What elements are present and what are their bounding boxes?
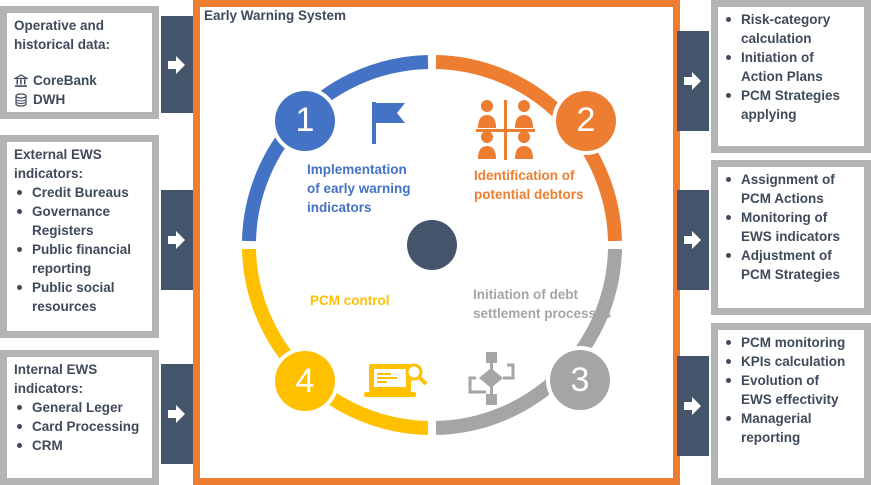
stage-3-circle <box>550 350 610 410</box>
internal-ews-item: General Leger <box>14 398 148 417</box>
external-ews-title-line1: External EWS <box>14 147 102 162</box>
left-arrow-tab-external <box>161 190 193 290</box>
stage-3-label: Initiation of debt settlement processes <box>473 287 612 321</box>
pcm-monitoring-list: PCM monitoring KPIs calculation Evolutio… <box>723 333 860 447</box>
arrow-right-icon <box>168 405 185 423</box>
arrow-right-icon <box>168 231 185 249</box>
hub-circle-inner <box>407 220 457 270</box>
people-group-icon <box>476 100 535 160</box>
laptop-search-icon <box>364 363 428 397</box>
stage-1-label: Implementation of early warning indicato… <box>307 162 411 215</box>
source-dwh: DWH <box>14 90 148 109</box>
pcm-monitoring-item: KPIs calculation <box>723 352 860 371</box>
arrow-right-icon <box>684 397 701 415</box>
stage-1-number: 1 <box>295 101 315 139</box>
internal-ews-box: Internal EWS indicators: General Leger C… <box>0 350 159 485</box>
arrow-right-icon <box>684 72 701 90</box>
left-arrow-tab-internal <box>161 364 193 464</box>
database-icon <box>15 92 27 107</box>
arrow-right-icon <box>168 55 185 74</box>
bank-icon <box>14 73 28 87</box>
stage-3-number: 3 <box>570 361 590 399</box>
internal-ews-list: General Leger Card Processing CRM <box>14 398 148 455</box>
pcm-monitoring-box: PCM monitoring KPIs calculation Evolutio… <box>711 323 871 485</box>
stage-4-number: 4 <box>295 362 315 400</box>
right-arrow-tab-bottom <box>677 356 709 456</box>
left-arrow-tab-operative <box>161 16 193 113</box>
internal-ews-item: Card Processing <box>14 417 148 436</box>
external-ews-box: External EWS indicators: Credit Bureaus … <box>0 135 159 338</box>
internal-ews-title-line1: Internal EWS <box>14 362 98 377</box>
source-corebank-label: CoreBank <box>33 73 97 88</box>
operative-data-title-line2: historical data: <box>14 37 111 52</box>
operative-data-box: Operative and historical data: CoreBank … <box>0 6 159 119</box>
right-arrow-tab-top <box>677 31 709 131</box>
stage-2-label: Identification of potential debtors <box>474 168 584 202</box>
external-ews-item: Credit Bureaus <box>14 183 148 202</box>
flag-icon <box>372 102 405 144</box>
stage-2-number: 2 <box>576 101 596 139</box>
internal-ews-title-line2: indicators: <box>14 381 84 396</box>
stage-1-circle <box>275 91 335 151</box>
internal-ews-item: CRM <box>14 436 148 455</box>
pcm-monitoring-item: PCM monitoring <box>723 333 860 352</box>
flowchart-icon <box>468 352 515 405</box>
operative-data-title-line1: Operative and <box>14 18 105 33</box>
page-title: Early Warning System <box>204 8 347 23</box>
stage-2-circle <box>556 91 616 151</box>
source-corebank: CoreBank <box>14 71 148 90</box>
stage-4-circle <box>275 351 335 411</box>
arrow-right-icon <box>684 231 701 249</box>
external-ews-title-line2: indicators: <box>14 166 84 181</box>
stage-4-label: PCM control <box>310 293 390 308</box>
source-dwh-label: DWH <box>33 92 66 107</box>
right-arrow-tab-middle <box>677 190 709 290</box>
